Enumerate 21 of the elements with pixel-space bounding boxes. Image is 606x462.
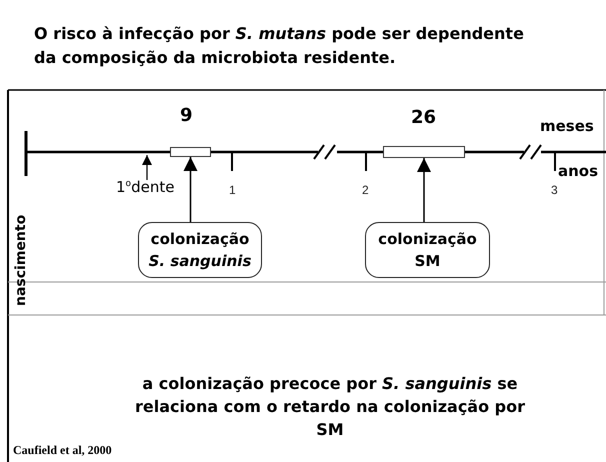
callout-box <box>138 222 262 278</box>
month-label: 9 <box>180 106 193 126</box>
timeline-bar <box>170 147 211 157</box>
tick-label: 3 <box>551 184 558 196</box>
timeline-bar <box>383 146 465 158</box>
callout-text: colonização S. sanguinis <box>148 229 252 272</box>
callout-text: colonização SM <box>377 229 478 272</box>
citation: Caufield et al, 2000 <box>13 443 112 458</box>
arrow <box>142 155 152 180</box>
arrow <box>417 158 431 222</box>
tooth-label: 1$^{o}$dente <box>116 180 174 195</box>
unit-label: anos <box>558 163 598 180</box>
callout-box <box>365 222 490 278</box>
tick-label: 1 <box>229 184 236 196</box>
slide-title: O risco à infecção por S. mutans pode ser dependente da composição da microbiota residente. <box>34 23 525 69</box>
caption: a colonização precoce por S. sanguinis se relaciona com o retardo na colonização por SM <box>134 373 526 441</box>
tick-label: 2 <box>362 184 369 196</box>
vertical-label: nascimento <box>14 214 28 306</box>
arrow <box>184 157 198 222</box>
month-label: 26 <box>411 108 436 128</box>
unit-label: meses <box>540 118 594 134</box>
